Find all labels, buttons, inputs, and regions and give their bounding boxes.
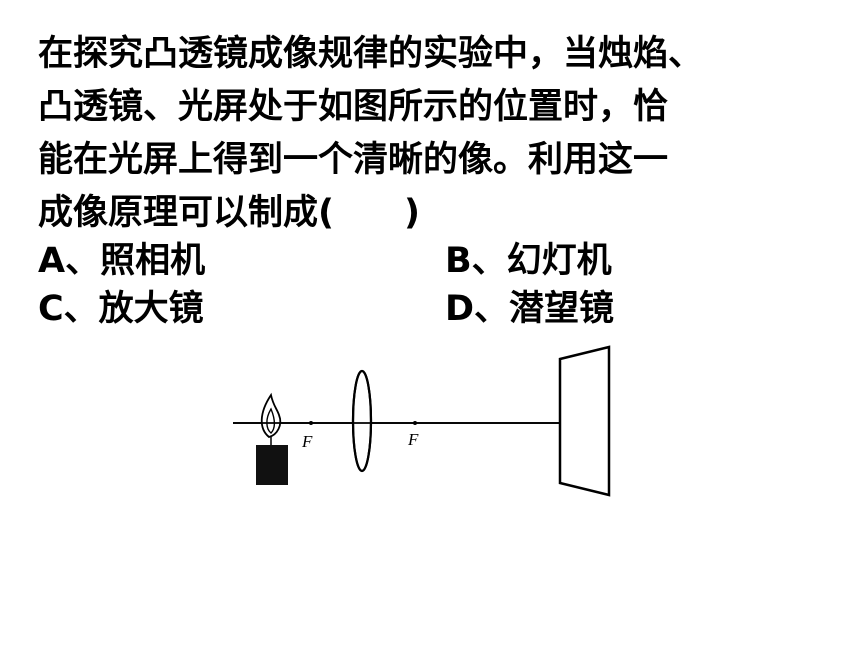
focal-point-right (413, 421, 417, 425)
candle-icon (256, 392, 288, 485)
options-row-2: C、放大镜 D、潜望镜 (38, 285, 838, 333)
question-line-1: 在探究凸透镜成像规律的实验中，当烛焰、 (38, 34, 704, 74)
question-text: 在探究凸透镜成像规律的实验中，当烛焰、 凸透镜、光屏处于如图所示的位置时，恰 能… (38, 28, 838, 240)
options-row-1: A、照相机 B、幻灯机 (38, 237, 838, 285)
option-c[interactable]: C、放大镜 (38, 289, 204, 329)
option-d[interactable]: D、潜望镜 (445, 289, 615, 329)
question-line-2: 凸透镜、光屏处于如图所示的位置时，恰 (38, 87, 669, 127)
screen-icon (558, 345, 611, 497)
option-b[interactable]: B、幻灯机 (445, 241, 612, 281)
focal-label-left: F (301, 432, 313, 451)
answer-options: A、照相机 B、幻灯机 C、放大镜 D、潜望镜 (38, 237, 838, 333)
option-a[interactable]: A、照相机 (38, 241, 206, 281)
optics-diagram: F F (233, 345, 611, 497)
focal-label-right: F (407, 430, 419, 449)
question-line-4: 成像原理可以制成( ) (38, 193, 420, 233)
question-line-3: 能在光屏上得到一个清晰的像。利用这一 (38, 140, 669, 180)
